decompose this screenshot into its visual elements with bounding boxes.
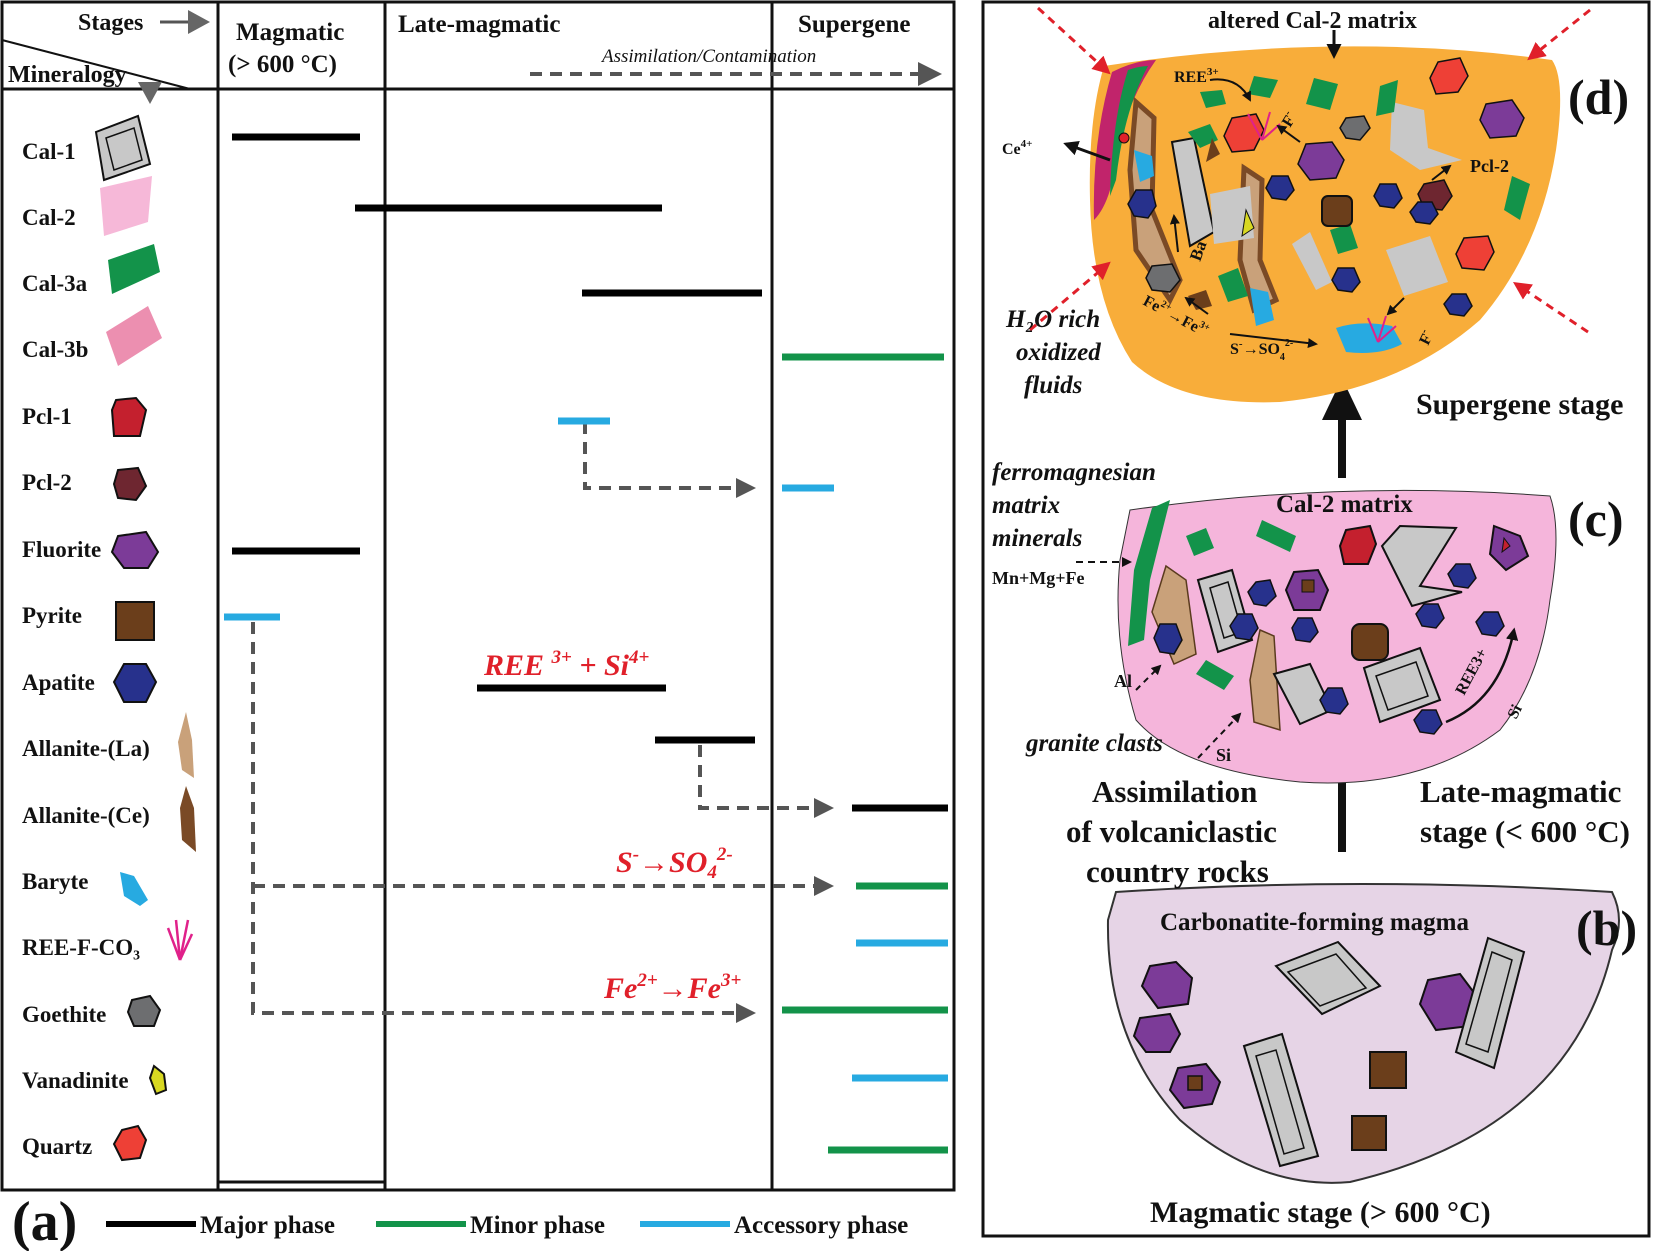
late-magmatic-header: Late-magmatic bbox=[398, 11, 560, 38]
magmatic-header: Magmatic bbox=[236, 19, 344, 46]
supergene-stage-label: Supergene stage bbox=[1416, 388, 1623, 421]
ce-label: Ce4+ bbox=[1002, 138, 1032, 158]
mineral-label: Vanadinite bbox=[22, 1068, 129, 1093]
si-label: Si bbox=[1216, 745, 1231, 765]
pcl-2-d-label: Pcl-2 bbox=[1470, 156, 1509, 176]
magma-title: Carbonatite-forming magma bbox=[1160, 909, 1469, 936]
panel-c: Cal-2 matrix (c) ferromagnesian matrix m… bbox=[992, 459, 1630, 889]
quartz-icon bbox=[112, 1124, 148, 1162]
late-stage-line2: stage (< 600 °C) bbox=[1420, 814, 1630, 849]
mineral-label: Goethite bbox=[22, 1002, 106, 1027]
magmatic-temp: (> 600 °C) bbox=[228, 51, 337, 78]
cal-2-icon bbox=[100, 176, 152, 236]
assim-line2: of volcaniclastic bbox=[1066, 814, 1277, 849]
s-so4-annotation: S-→SO42- bbox=[616, 844, 733, 883]
panel-d: altered Cal-2 matrix (d) Supergene stage… bbox=[1002, 6, 1629, 421]
legend-major: Major phase bbox=[200, 1212, 335, 1239]
panel-b-label: (b) bbox=[1576, 900, 1637, 956]
mineral-label: Cal-1 bbox=[22, 139, 76, 164]
mineral-label: Pcl-2 bbox=[22, 470, 72, 495]
altered-crystals bbox=[1063, 57, 1530, 353]
ferro-line2: matrix bbox=[992, 492, 1060, 519]
assimilation-label: Assimilation/Contamination bbox=[600, 46, 816, 67]
vanadinite-icon bbox=[148, 1064, 168, 1096]
magmatic-stage-label: Magmatic stage (> 600 °C) bbox=[1150, 1196, 1491, 1229]
fluid-line2: oxidized bbox=[1016, 339, 1101, 366]
mineral-label: Pyrite bbox=[22, 603, 82, 628]
legend-minor: Minor phase bbox=[470, 1212, 605, 1239]
legend-accessory: Accessory phase bbox=[734, 1212, 908, 1239]
right-panel-frame bbox=[981, 0, 1651, 1238]
fluid-arrows bbox=[1029, 6, 1591, 334]
mineral-icons bbox=[94, 114, 196, 1162]
legend: Major phase Minor phase Accessory phase bbox=[106, 1212, 908, 1239]
mineral-label: Cal-3b bbox=[22, 337, 88, 362]
ferro-line1: ferromagnesian bbox=[992, 459, 1156, 486]
panel-b: Carbonatite-forming magma (b) Magmatic s… bbox=[1106, 883, 1637, 1229]
allanite-ce-icon bbox=[180, 786, 196, 852]
cal-3b-icon bbox=[106, 306, 162, 366]
fluid-line3: fluids bbox=[1024, 372, 1082, 399]
fe-annotation: Fe2+→Fe3+ bbox=[603, 970, 741, 1005]
panel-a-label: (a) bbox=[12, 1191, 77, 1251]
ferro-line3: minerals bbox=[992, 525, 1082, 552]
late-stage-line1: Late-magmatic bbox=[1420, 774, 1621, 809]
panel-c-label: (c) bbox=[1568, 491, 1624, 547]
cal-3a-icon bbox=[108, 244, 160, 294]
mineral-label: Allanite-(La) bbox=[22, 736, 150, 761]
panel-a: Stages Mineralogy Magmatic (> 600 °C) La… bbox=[0, 0, 956, 1251]
cal-1-crystal-icon bbox=[94, 114, 152, 182]
altered-matrix-title: altered Cal-2 matrix bbox=[1208, 8, 1417, 34]
mn-mg-fe-label: Mn+Mg+Fe bbox=[992, 568, 1085, 588]
granite-clasts-label: granite clasts bbox=[1025, 730, 1163, 757]
connectors bbox=[251, 422, 834, 1023]
pyrite-icon bbox=[115, 601, 155, 641]
mineral-label: Cal-3a bbox=[22, 271, 88, 296]
pcl-2-icon bbox=[112, 466, 148, 502]
mineral-label: Pcl-1 bbox=[22, 404, 72, 429]
mineralogy-header: Mineralogy bbox=[8, 62, 127, 88]
pcl-1-icon bbox=[110, 396, 148, 437]
mineral-label: Baryte bbox=[22, 869, 88, 894]
fluid-line1: H₂O rich bbox=[1005, 306, 1100, 333]
panel-a-frame bbox=[0, 0, 956, 1192]
supergene-header: Supergene bbox=[798, 11, 911, 38]
magma-crystals bbox=[1132, 936, 1526, 1168]
mineral-label: REE-F-CO₃ bbox=[22, 935, 140, 960]
apatite-icon bbox=[112, 663, 158, 703]
stages-header: Stages bbox=[78, 10, 143, 36]
mineral-label: Apatite bbox=[22, 670, 95, 695]
cal-2-crystals bbox=[1128, 500, 1530, 735]
assim-line1: Assimilation bbox=[1092, 774, 1257, 809]
al-label: Al bbox=[1114, 671, 1132, 691]
fluorite-icon bbox=[110, 530, 160, 569]
mineral-label: Cal-2 bbox=[22, 205, 76, 230]
allanite-la-icon bbox=[178, 712, 194, 778]
assim-line3: country rocks bbox=[1086, 854, 1269, 889]
mineral-label: Allanite-(Ce) bbox=[22, 803, 150, 828]
phase-bars bbox=[224, 133, 948, 1154]
baryte-icon bbox=[120, 872, 148, 906]
panel-d-label: (d) bbox=[1568, 69, 1629, 125]
goethite-icon bbox=[126, 994, 162, 1027]
cal-2-matrix-body bbox=[1117, 489, 1557, 784]
ree-f-co3-icon bbox=[166, 919, 194, 961]
ree-si-annotation: REE 3+ + Si4+ bbox=[483, 647, 649, 682]
mineral-label: Fluorite bbox=[22, 537, 101, 562]
cal-2-matrix-title: Cal-2 matrix bbox=[1276, 491, 1413, 518]
mineral-label: Quartz bbox=[22, 1134, 92, 1159]
mineral-rows: Cal-1 Cal-2 Cal-3a Cal-3b Pcl-1 Pcl-2 Fl… bbox=[22, 139, 150, 1159]
